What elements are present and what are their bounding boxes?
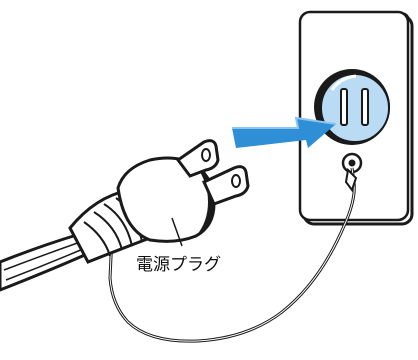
outlet-slot-right bbox=[362, 89, 368, 125]
plug-label: 電源プラグ bbox=[136, 255, 221, 275]
power-plug-icon bbox=[118, 141, 248, 242]
plug-prong-lower bbox=[204, 167, 248, 204]
wall-outlet-icon bbox=[300, 12, 412, 224]
outlet-socket-face bbox=[321, 74, 389, 142]
outlet-slot-left bbox=[341, 89, 347, 125]
